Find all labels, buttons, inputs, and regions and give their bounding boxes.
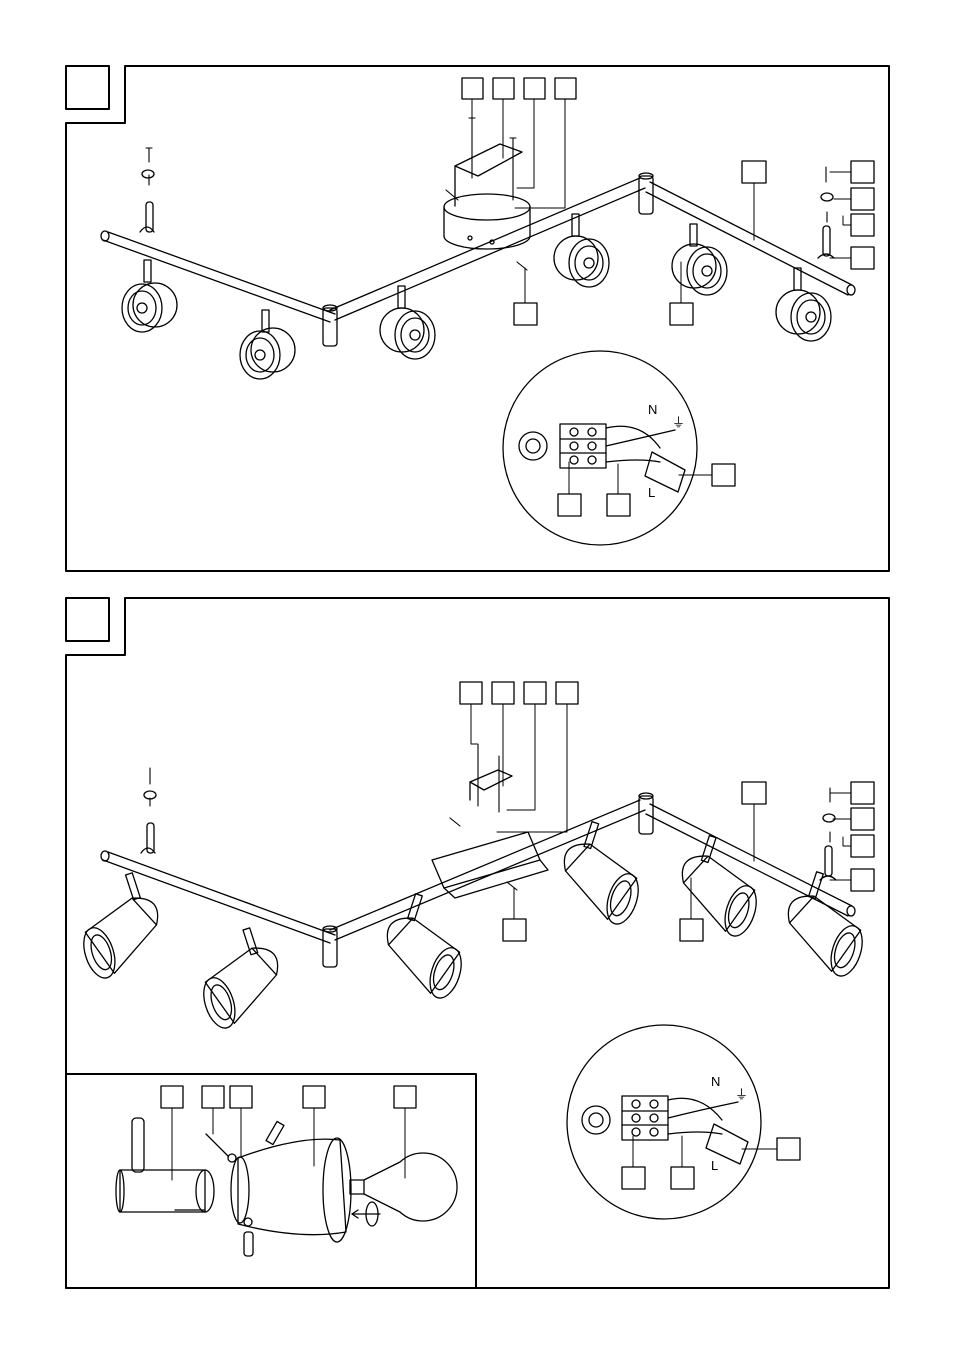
- bar-joints: [322, 792, 654, 968]
- part-label-boxes: [459, 681, 875, 1190]
- bulb-change-inset: [65, 1073, 477, 1289]
- live-label: L: [648, 485, 655, 500]
- panel-1-frame: [65, 65, 890, 572]
- track-bars: [100, 799, 856, 944]
- panel-1: N L ⏚: [65, 65, 890, 572]
- side-bracket-left: [139, 169, 155, 233]
- earth-symbol-icon: ⏚: [672, 415, 685, 430]
- spotlights-round: [121, 213, 832, 380]
- ceiling-canopy: [443, 143, 531, 250]
- wiring-detail-1: [502, 350, 698, 546]
- screw-icons: [145, 117, 828, 271]
- bar-joints: [322, 172, 654, 347]
- side-bracket-right: [819, 813, 837, 881]
- side-bracket-right: [817, 192, 835, 259]
- screw-icons: [149, 743, 831, 891]
- leader-lines: [471, 98, 852, 495]
- live-label: L: [711, 1158, 718, 1173]
- panel-2-frame: [65, 597, 890, 1289]
- rotate-arrow-icon: [351, 1201, 381, 1227]
- light-bulb-icon: [349, 1152, 458, 1222]
- neutral-label: N: [648, 402, 657, 417]
- ceiling-canopy-flat: [431, 769, 549, 899]
- panel-1-step-box: [65, 65, 110, 110]
- spotlights-cone: [83, 821, 863, 1029]
- part-label-boxes: [461, 77, 875, 517]
- wiring-detail-2: [566, 1024, 762, 1220]
- track-bars: [100, 177, 856, 323]
- side-bracket-left: [140, 790, 157, 854]
- leader-lines: [470, 703, 852, 1168]
- panel-2: N L ⏚: [65, 597, 890, 1289]
- earth-symbol-icon: ⏚: [735, 1087, 748, 1102]
- neutral-label: N: [711, 1074, 720, 1089]
- panel-2-step-box: [65, 597, 110, 642]
